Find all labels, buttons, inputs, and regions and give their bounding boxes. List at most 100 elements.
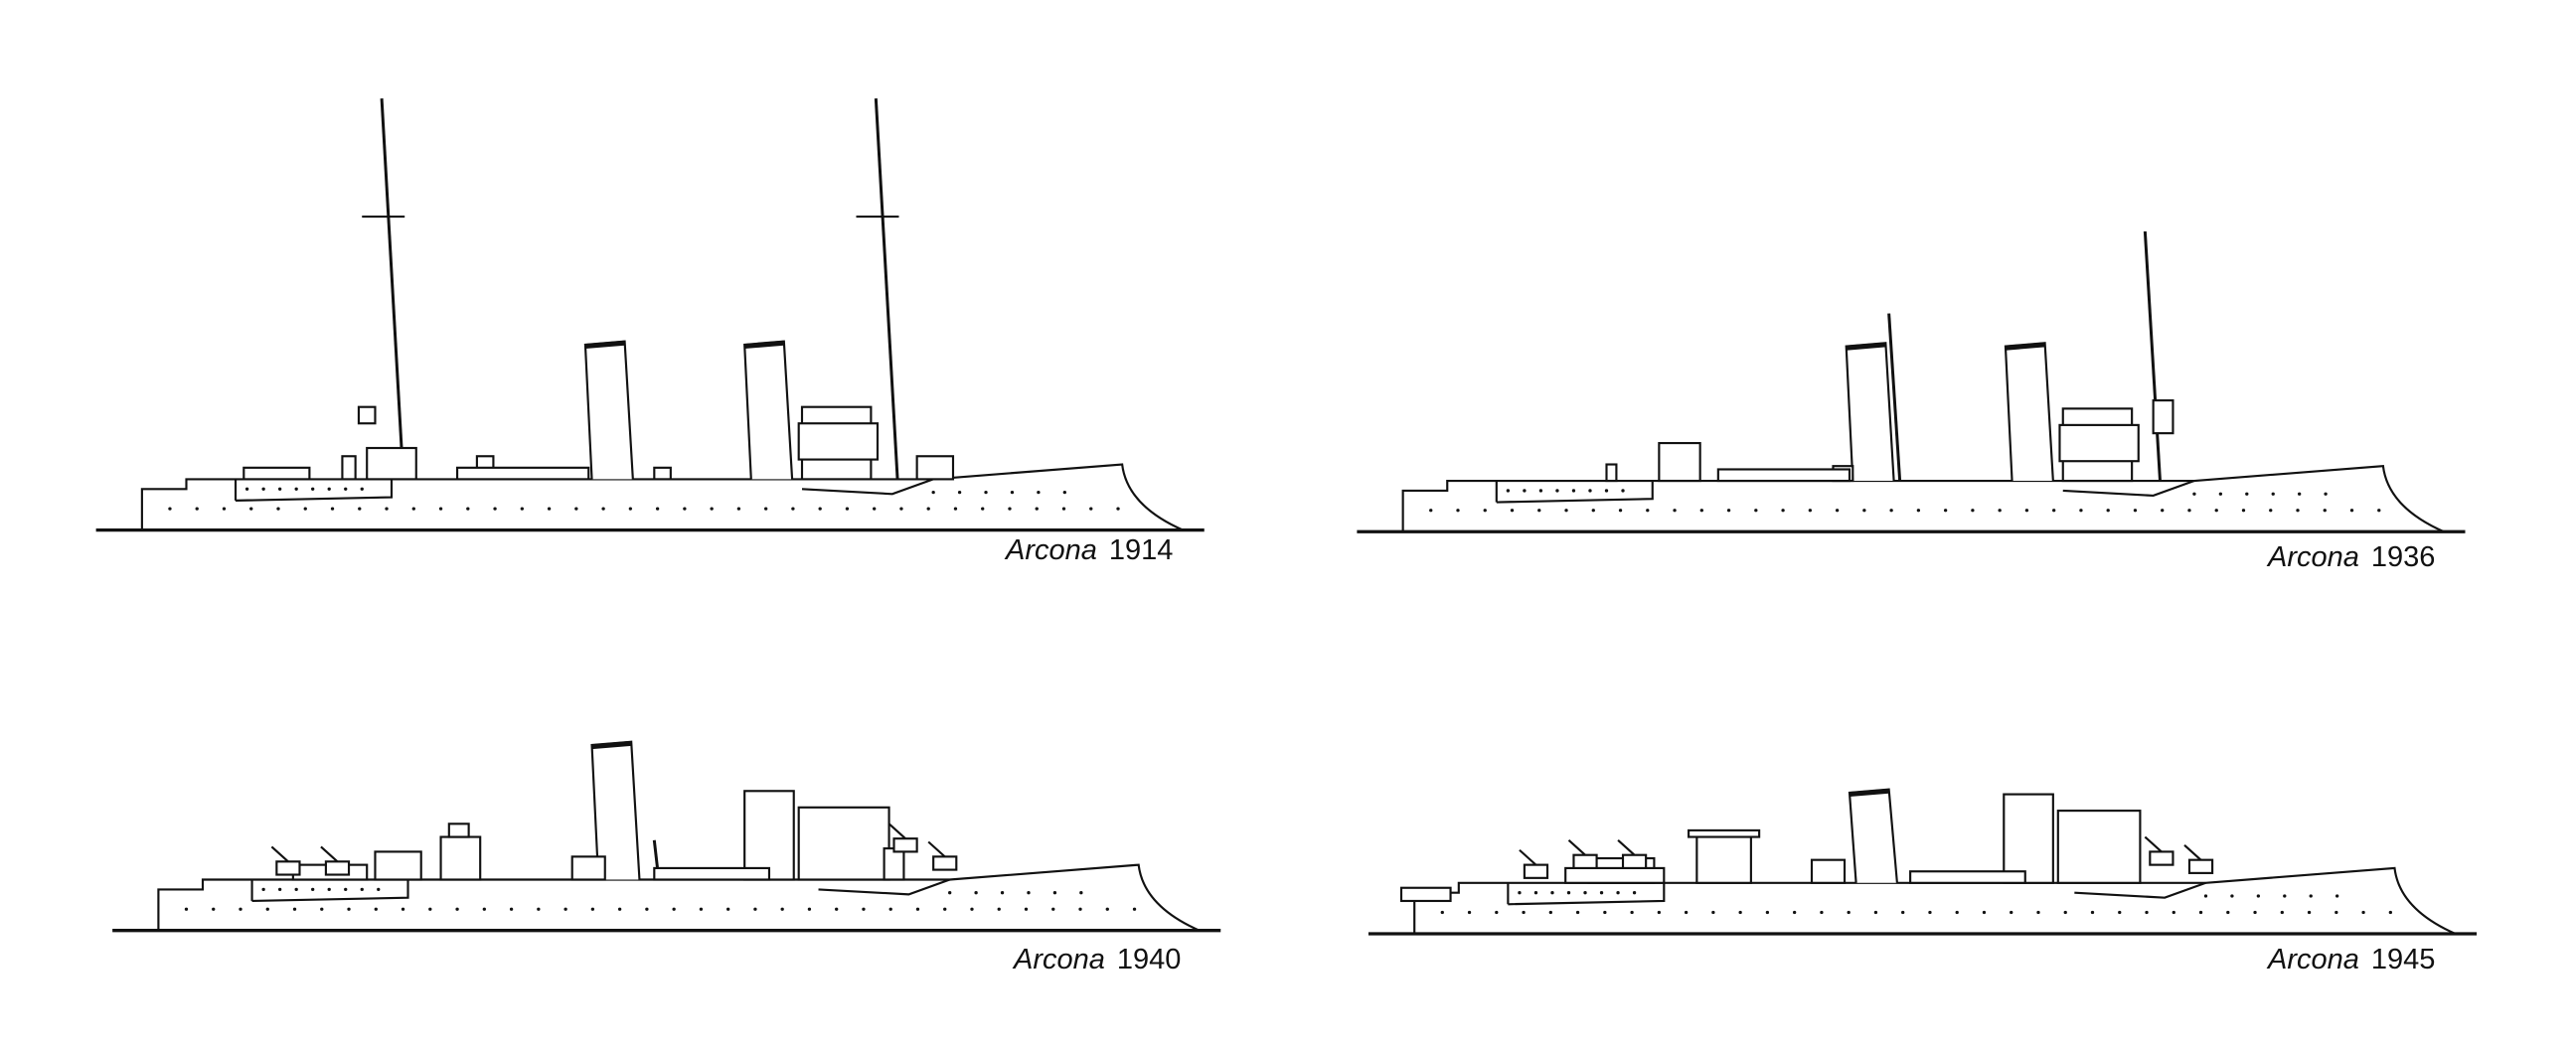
porthole bbox=[344, 887, 348, 892]
porthole bbox=[2010, 910, 2013, 915]
porthole bbox=[1604, 489, 1609, 493]
superstructure bbox=[2003, 793, 2054, 884]
hull-detail bbox=[2062, 480, 2195, 497]
superstructure bbox=[1658, 441, 1701, 483]
superstructure bbox=[455, 466, 590, 481]
porthole bbox=[184, 907, 189, 911]
superstructure bbox=[2058, 423, 2140, 463]
porthole bbox=[347, 907, 351, 911]
porthole bbox=[1699, 509, 1703, 513]
porthole bbox=[2388, 910, 2392, 915]
porthole bbox=[1132, 907, 1137, 911]
porthole bbox=[1781, 509, 1785, 513]
porthole bbox=[780, 907, 784, 911]
porthole bbox=[1618, 509, 1623, 513]
hull-detail bbox=[236, 479, 394, 502]
porthole bbox=[1483, 509, 1487, 513]
porthole bbox=[2218, 492, 2223, 496]
porthole bbox=[2283, 894, 2287, 898]
porthole bbox=[360, 887, 364, 892]
porthole bbox=[1566, 891, 1571, 895]
funnel-cap bbox=[1846, 342, 1886, 351]
porthole bbox=[2309, 894, 2313, 898]
porthole bbox=[601, 507, 605, 511]
funnel bbox=[583, 340, 634, 480]
porthole bbox=[1901, 910, 1905, 915]
porthole bbox=[970, 907, 974, 911]
mast bbox=[380, 98, 405, 480]
porthole bbox=[1793, 910, 1797, 915]
porthole bbox=[1518, 891, 1522, 895]
porthole bbox=[261, 487, 265, 491]
porthole bbox=[2280, 910, 2284, 915]
gun-mount bbox=[1523, 863, 1549, 879]
porthole bbox=[1982, 910, 1987, 915]
superstructure bbox=[653, 466, 672, 481]
porthole bbox=[2145, 910, 2149, 915]
porthole bbox=[2024, 509, 2029, 513]
porthole bbox=[1571, 489, 1576, 493]
porthole bbox=[1711, 910, 1715, 915]
porthole bbox=[1998, 509, 2002, 513]
porthole bbox=[244, 487, 249, 491]
porthole bbox=[411, 507, 415, 511]
mast bbox=[874, 98, 899, 480]
porthole bbox=[2106, 509, 2110, 513]
ship-profile-1945 bbox=[1368, 788, 2478, 936]
superstructure bbox=[439, 835, 482, 881]
porthole bbox=[2063, 910, 2067, 915]
porthole bbox=[2361, 910, 2365, 915]
porthole bbox=[2230, 894, 2234, 898]
porthole bbox=[276, 507, 280, 511]
ship-year: 1940 bbox=[1116, 944, 1182, 975]
porthole bbox=[1089, 507, 1093, 511]
gun-barrel bbox=[927, 840, 946, 858]
porthole bbox=[1616, 891, 1620, 895]
porthole bbox=[2226, 910, 2230, 915]
hull-detail bbox=[801, 478, 934, 496]
porthole bbox=[2335, 894, 2339, 898]
porthole bbox=[482, 907, 486, 911]
porthole bbox=[628, 507, 633, 511]
porthole bbox=[294, 487, 298, 491]
porthole bbox=[1533, 891, 1538, 895]
superstructure bbox=[1564, 866, 1666, 884]
porthole bbox=[455, 907, 459, 911]
porthole bbox=[862, 907, 866, 911]
porthole bbox=[2241, 509, 2246, 513]
porthole bbox=[899, 507, 903, 511]
porthole bbox=[1765, 910, 1770, 915]
porthole bbox=[1630, 910, 1634, 915]
porthole bbox=[1510, 509, 1515, 513]
porthole bbox=[764, 507, 768, 511]
funnel-cap bbox=[743, 340, 785, 350]
porthole bbox=[344, 487, 348, 491]
porthole bbox=[574, 507, 578, 511]
ship-name: Arcona bbox=[2268, 944, 2359, 975]
porthole bbox=[2090, 910, 2095, 915]
superstructure bbox=[374, 850, 422, 881]
gun-mount bbox=[1621, 853, 1648, 870]
porthole bbox=[520, 507, 524, 511]
porthole bbox=[2203, 894, 2208, 898]
porthole bbox=[358, 507, 362, 511]
porthole bbox=[655, 507, 660, 511]
porthole bbox=[948, 891, 952, 895]
porthole bbox=[2271, 492, 2275, 496]
porthole bbox=[1646, 509, 1650, 513]
porthole bbox=[873, 507, 877, 511]
porthole bbox=[1537, 509, 1541, 513]
porthole bbox=[1621, 489, 1625, 493]
superstructure bbox=[1909, 870, 2026, 884]
porthole bbox=[327, 487, 331, 491]
porthole bbox=[1429, 509, 1433, 513]
gun-mount bbox=[324, 860, 351, 876]
porthole bbox=[835, 907, 839, 911]
porthole bbox=[1440, 910, 1444, 915]
hull-detail bbox=[818, 878, 951, 896]
porthole bbox=[1051, 907, 1055, 911]
porthole bbox=[2118, 910, 2122, 915]
mast bbox=[1887, 313, 1902, 482]
